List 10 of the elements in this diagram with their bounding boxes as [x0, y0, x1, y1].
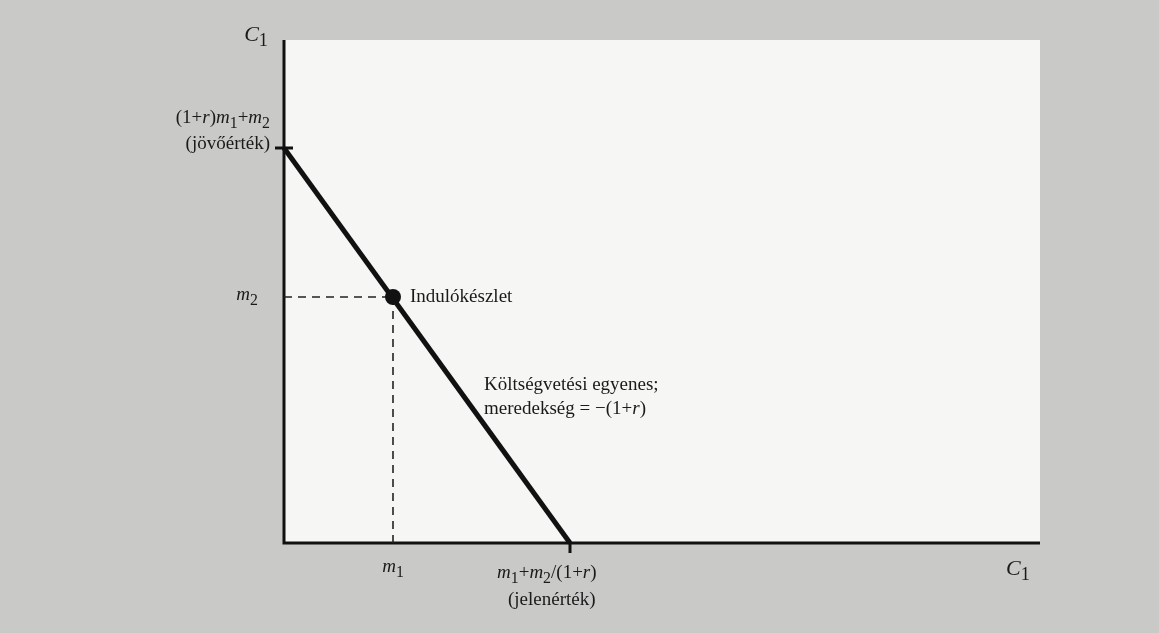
chart-label: m$_{2}$ [236, 282, 258, 310]
chart-label: m$_{1}$ [382, 554, 404, 582]
chart-label: Indulókészlet [410, 284, 513, 308]
axis-label: C$_{1}$ [244, 22, 268, 53]
chart-label: (jövőérték) [185, 131, 270, 155]
axis-label: C$_{1}$ [1006, 556, 1030, 587]
chart-label: m$_{1}$+m$_{2}$/(1+r) [497, 560, 597, 588]
chart-label: Költségvetési egyenes; meredekség = −(1+r) [484, 372, 660, 420]
chart-label: (jelenérték) [508, 587, 596, 611]
chart-label: (1+r)m$_{1}$+m$_{2}$ [175, 105, 270, 133]
